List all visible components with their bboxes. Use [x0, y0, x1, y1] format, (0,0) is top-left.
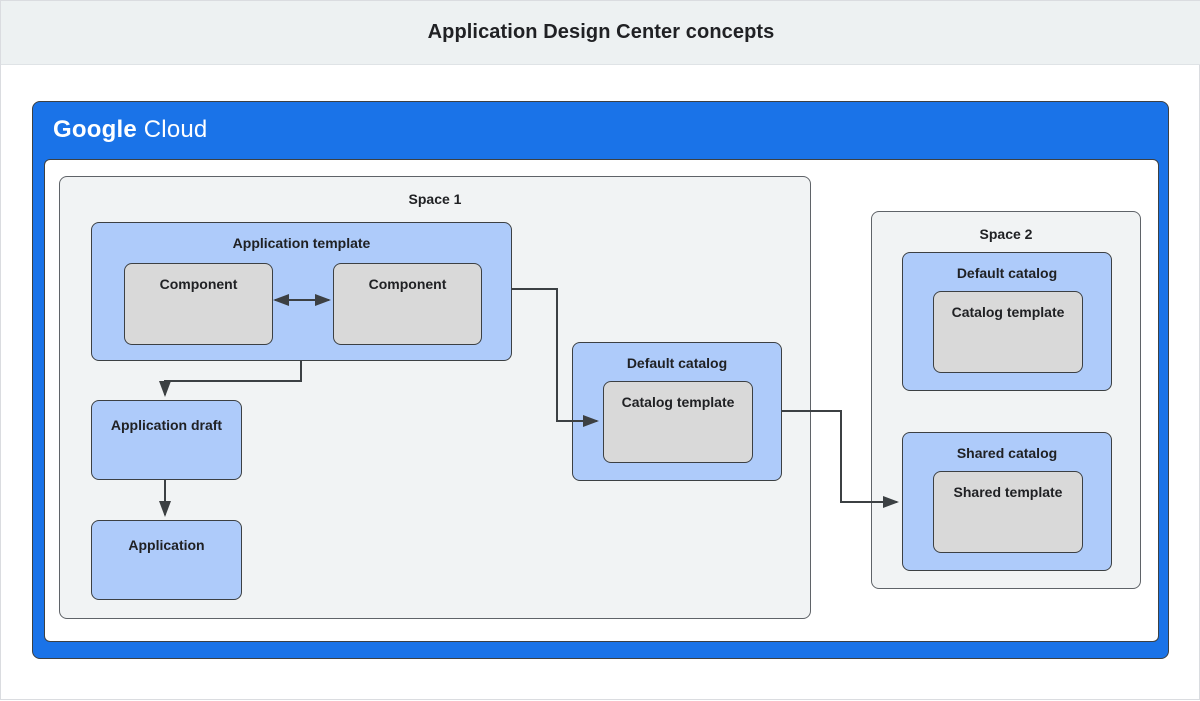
catalog-template-label-space2: Catalog template — [951, 304, 1065, 320]
default-catalog-box-space2: Default catalog Catalog template — [902, 252, 1112, 391]
space-1-container: Space 1 Application template Component C… — [59, 176, 811, 619]
space-2-label: Space 2 — [979, 226, 1033, 242]
component-box-1: Component — [124, 263, 273, 345]
google-cloud-logo-google: Google — [53, 116, 137, 143]
application-template-box: Application template Component Component — [91, 222, 512, 361]
space-2-container: Space 2 Default catalog Catalog template… — [871, 211, 1141, 589]
shared-catalog-label: Shared catalog — [956, 445, 1058, 461]
application-draft-box: Application draft — [91, 400, 242, 480]
shared-template-box: Shared template — [933, 471, 1083, 553]
catalog-template-box-space2: Catalog template — [933, 291, 1083, 373]
application-label: Application — [128, 537, 205, 553]
google-cloud-logo: Google Cloud — [53, 116, 207, 144]
component-label-2: Component — [368, 276, 447, 292]
google-cloud-logo-cloud: Cloud — [143, 116, 208, 143]
application-template-label: Application template — [232, 235, 371, 251]
default-catalog-label-space2: Default catalog — [956, 265, 1058, 281]
shared-catalog-box: Shared catalog Shared template — [902, 432, 1112, 571]
application-draft-label: Application draft — [110, 417, 223, 433]
shared-template-label: Shared template — [953, 484, 1063, 500]
default-catalog-label-space1: Default catalog — [626, 355, 728, 371]
space-1-label: Space 1 — [408, 191, 462, 207]
catalog-template-label-space1: Catalog template — [621, 394, 735, 410]
component-box-2: Component — [333, 263, 482, 345]
component-label-1: Component — [159, 276, 238, 292]
catalog-template-box-space1: Catalog template — [603, 381, 753, 463]
application-box: Application — [91, 520, 242, 600]
diagram-header: Application Design Center concepts — [1, 1, 1200, 65]
default-catalog-box-space1: Default catalog Catalog template — [572, 342, 782, 481]
page-title: Application Design Center concepts — [427, 21, 775, 43]
